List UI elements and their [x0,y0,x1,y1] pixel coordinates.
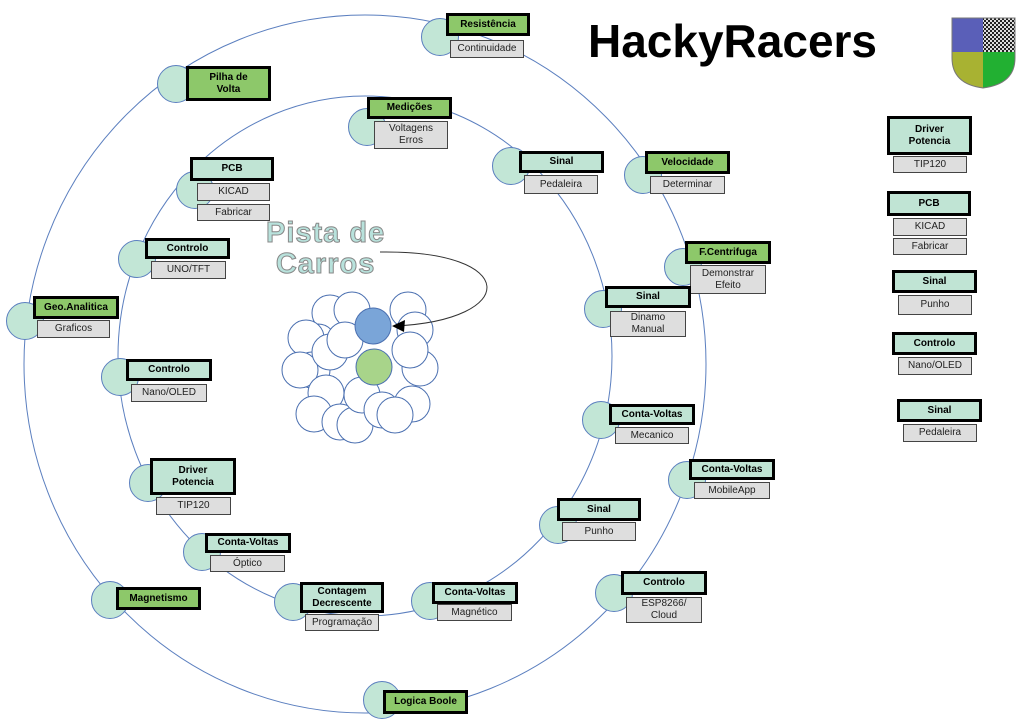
node-subtopic: Programação [305,614,379,631]
node-subtopic: Dinamo Manual [610,311,686,337]
node-title: Sinal [605,286,691,308]
node-title: Conta-Voltas [205,533,291,553]
node-title: Driver Potencia [887,116,972,155]
node-subtopic: Óptico [210,555,285,572]
shield-logo [951,17,1016,89]
node-title: Logica Boole [383,690,468,714]
brand-title: HackyRacers [588,15,878,67]
node-title: Resistência [446,13,530,36]
node-title: Sinal [519,151,604,173]
node-title: Controlo [126,359,212,381]
node-subtopic: Punho [898,295,972,315]
node-title: Conta-Voltas [432,582,518,604]
node-title: F.Centrifuga [685,241,771,264]
node-subtopic: Voltagens Erros [374,121,448,149]
green-car-bubble [355,348,393,386]
node-title: Contagem Decrescente [300,582,384,613]
node-subtopic: Nano/OLED [898,357,972,375]
node-subtopic: Pedaleira [524,175,598,194]
node-title: Sinal [557,498,641,521]
blue-car-bubble [354,307,392,345]
node-subtopic: TIP120 [156,497,231,515]
node-subtopic: Determinar [650,176,725,194]
node-subtopic: Fabricar [893,238,967,255]
node-title: Velocidade [645,151,730,174]
node-subtopic: Continuidade [450,40,524,58]
outer-ring [23,14,707,714]
node-title: PCB [887,191,971,216]
node-subtopic: TIP120 [893,156,967,173]
node-subtopic: Demonstrar Efeito [690,265,766,294]
node-title: Geo.Analitica [33,296,119,319]
node-title: PCB [190,157,274,181]
node-subtopic: Graficos [37,320,110,338]
arrow-curve [379,251,488,327]
node-subtopic: Fabricar [197,204,270,221]
node-subtopic: Pedaleira [903,424,977,442]
center-label: Pista de Carros [265,217,386,280]
node-subtopic: Mecanico [615,427,689,444]
node-subtopic: Punho [562,522,636,541]
node-title: Driver Potencia [150,458,236,495]
node-title: Sinal [892,270,977,293]
node-title: Controlo [892,332,977,355]
node-subtopic: Nano/OLED [131,384,207,402]
node-subtopic: UNO/TFT [151,261,226,279]
node-title: Conta-Voltas [689,459,775,480]
node-title: Magnetismo [116,587,201,610]
node-circle [492,147,530,185]
node-subtopic: ESP8266/ Cloud [626,597,702,623]
track-bubble [376,396,414,434]
car-track-bubbles [281,291,439,444]
node-subtopic: KICAD [197,183,270,201]
track-bubble [391,331,429,369]
node-title: Sinal [897,399,982,422]
node-subtopic: MobileApp [694,482,770,499]
node-title: Conta-Voltas [609,404,695,425]
node-subtopic: Magnético [437,604,512,621]
arrow-head-icon [392,320,405,332]
track-bubble [281,351,319,389]
node-title: Controlo [145,238,230,259]
node-title: Controlo [621,571,707,595]
node-subtopic: KICAD [893,218,967,236]
node-title: Medições [367,97,452,119]
node-title: Pilha de Volta [186,66,271,101]
